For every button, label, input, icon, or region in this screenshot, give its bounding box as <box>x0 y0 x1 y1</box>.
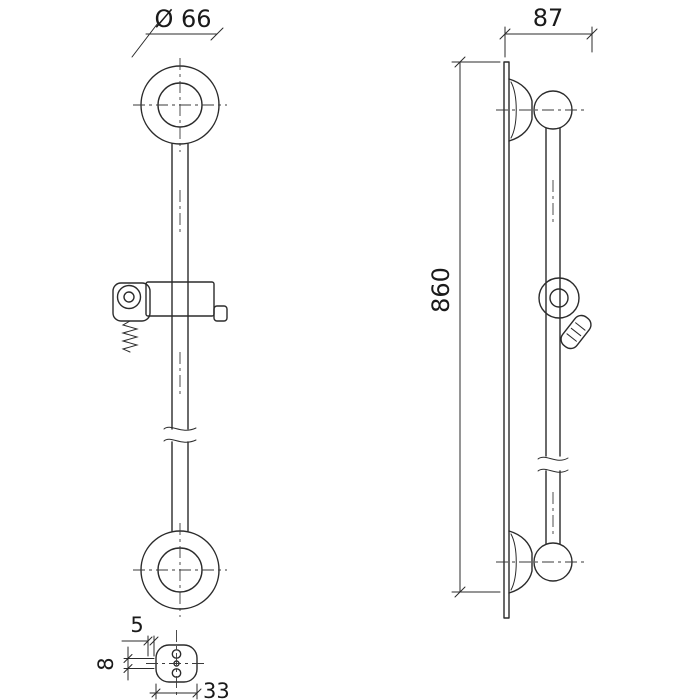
dim-height-label: 860 <box>427 267 455 313</box>
dim-offset-label: 5 <box>130 613 143 637</box>
side-view: 87 860 <box>427 4 598 619</box>
break-line <box>163 438 197 443</box>
dimension-detail-width: 33 <box>149 679 230 700</box>
dimension-height: 860 <box>427 56 501 598</box>
wall-plate <box>503 61 510 619</box>
front-rail <box>163 143 197 532</box>
holder-grip <box>560 314 592 350</box>
side-top-mount <box>496 78 586 142</box>
side-rail <box>537 127 569 545</box>
dimension-detail-offset: 5 <box>121 613 159 657</box>
spring-coil <box>121 320 139 353</box>
dim-depth-label: 87 <box>533 4 564 32</box>
break-line <box>537 468 569 473</box>
dimension-detail-height: 8 <box>94 646 155 681</box>
front-view: Ø 66 5 8 <box>94 5 230 700</box>
detail-view <box>146 630 208 699</box>
dim-thickness-label: 8 <box>94 657 118 670</box>
front-bottom-mount <box>133 523 227 617</box>
break-line <box>163 426 197 431</box>
dim-diameter-label: Ø 66 <box>154 5 211 33</box>
side-bottom-mount <box>496 530 586 594</box>
dimension-diameter: Ø 66 <box>131 5 224 58</box>
break-line <box>537 456 569 461</box>
side-slider <box>538 277 592 350</box>
slider-knob <box>213 305 228 322</box>
front-top-mount <box>133 58 227 152</box>
front-slider <box>112 281 228 353</box>
dimension-depth: 87 <box>499 4 598 58</box>
dim-width-label: 33 <box>203 679 230 700</box>
